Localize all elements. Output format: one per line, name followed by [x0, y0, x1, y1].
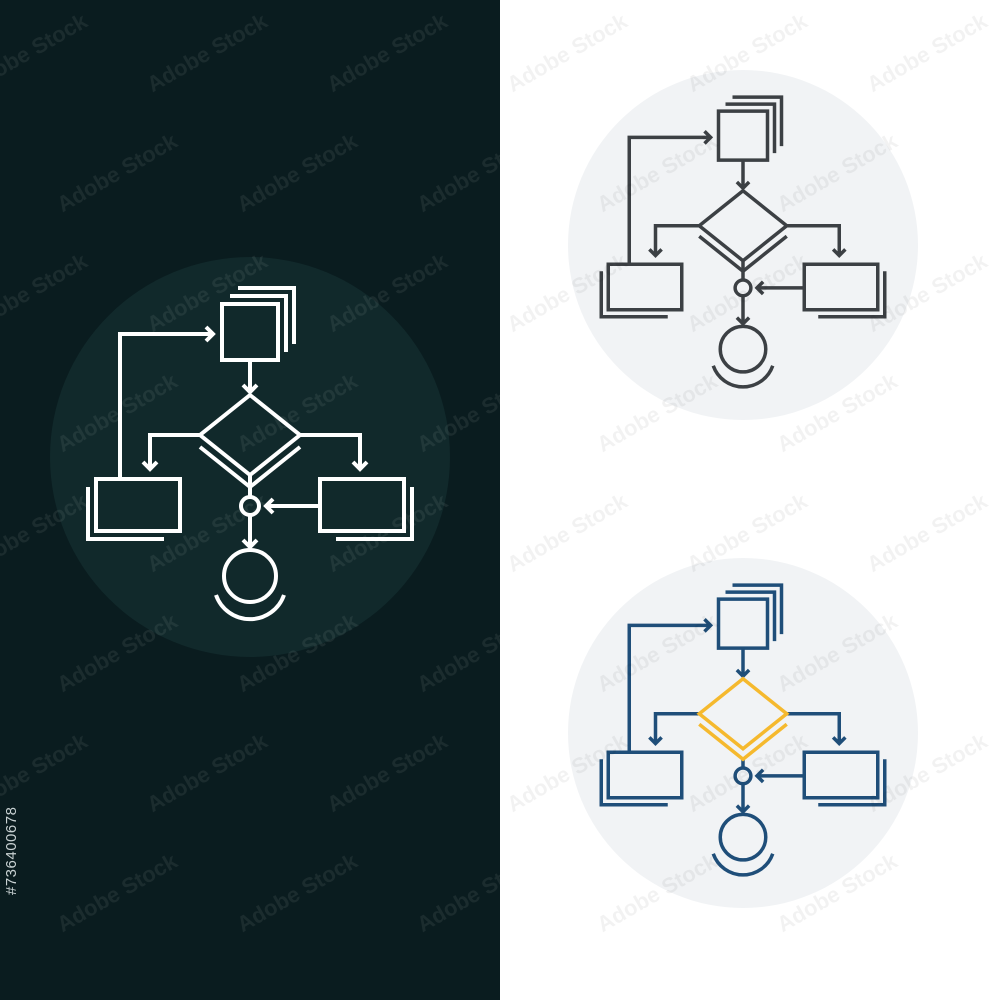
color-icon-background-circle: [568, 558, 918, 908]
dark-icon-background-circle: [50, 257, 450, 657]
flowchart-icon-color: [568, 558, 918, 908]
stock-id-label: #736400678: [3, 806, 20, 895]
flowchart-icon-gray: [568, 70, 918, 420]
flowchart-icon: [599, 95, 887, 389]
flowchart-icon: [599, 583, 887, 877]
flowchart-icon: [86, 286, 414, 622]
gray-icon-background-circle: [568, 70, 918, 420]
decision-diamond-accent: [696, 676, 790, 762]
flowchart-icon-dark: [50, 257, 450, 657]
